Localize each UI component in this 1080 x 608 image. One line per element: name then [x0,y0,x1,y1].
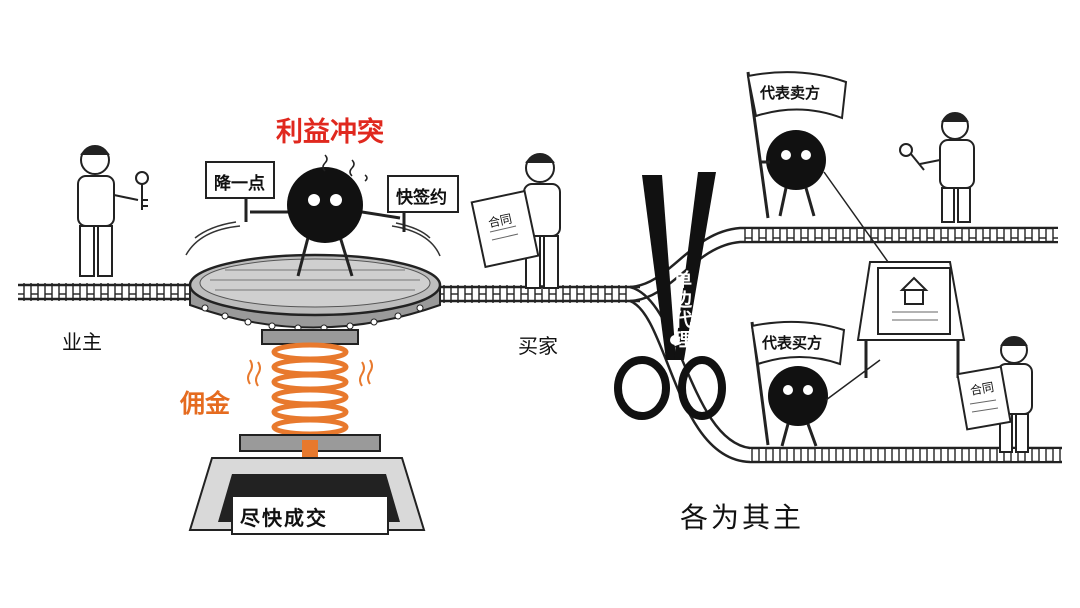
contract-left [470,189,540,269]
flag-buyer-label: 代表买方 [762,334,823,352]
owner-person-right [919,112,975,223]
spring-icon [239,329,381,452]
sign-sign-quickly: 快签约 [396,188,447,208]
left-railway-track [18,283,640,303]
seller-agent [746,71,899,277]
conflict-of-interest-title: 利益冲突 [276,117,384,148]
sign-lower-price: 降一点 [214,174,265,194]
contract-right [956,365,1012,431]
each-serves-its-master-label: 各为其主 [680,501,805,534]
key-icon [135,171,149,210]
close-deal-base [188,457,426,535]
flag-seller-label: 代表卖方 [760,84,821,102]
agent-middle [205,154,459,277]
owner-label: 业主 [62,330,102,354]
scissors-label: 单边代理 [671,270,692,350]
owner-person [77,145,139,277]
buyer-agent [750,320,881,447]
scissors-icon [614,172,726,420]
commission-label: 佣金 [180,389,231,418]
turntable [185,221,442,332]
house-document-table [856,261,966,378]
key-icon-right [899,143,925,171]
buyer-label: 买家 [518,334,558,358]
house-icon [899,276,929,305]
buyer-person-right [997,336,1033,453]
close-deal-label: 尽快成交 [240,506,328,530]
